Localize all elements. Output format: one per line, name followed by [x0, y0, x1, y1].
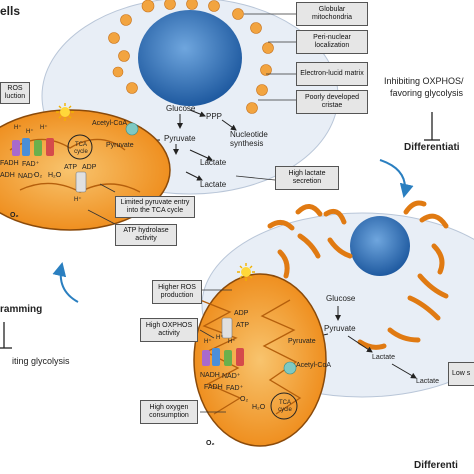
- bottom-h2o: H₂O: [252, 404, 266, 411]
- top-nucleus: [138, 10, 242, 106]
- bottom-left-text: iting glycolysis: [12, 356, 70, 366]
- top-acetyl-label: Acetyl-CoA: [92, 120, 128, 127]
- bottom-nucleus: [350, 216, 410, 276]
- top-atp: ATP: [64, 164, 78, 171]
- top-etc-complexes: [12, 138, 87, 193]
- bottom-acetyl-label: Acetyl-CoA: [296, 362, 332, 369]
- top-acetyl-dot: [125, 122, 139, 136]
- top-h2o: H₂O: [48, 172, 62, 179]
- bottom-tca-label: TCA cycle: [278, 400, 292, 413]
- bottom-nadh: NADH: [200, 372, 220, 379]
- section-title-bottom-right: Differenti: [414, 460, 458, 471]
- top-ppp: PPP: [206, 112, 223, 121]
- top-o2: O₂: [34, 172, 43, 179]
- inhibitor-left: [0, 322, 12, 349]
- top-nucleotide: Nucleotide synthesis: [230, 130, 268, 148]
- label-peri-nuclear: Peri-nuclear localization: [296, 30, 368, 54]
- label-limited-pyruvate: Limited pyruvate entry into the TCA cycl…: [115, 196, 195, 218]
- bottom-hplus-2: H⁺: [216, 335, 224, 341]
- section-title-top-left: ells: [0, 4, 21, 18]
- label-higher-ros: Higher ROS production: [152, 280, 202, 304]
- top-pyruvate: Pyruvate: [164, 134, 196, 143]
- elongated-mitochondria: [267, 200, 449, 350]
- top-pyruvate-mito: Pyruvate: [106, 142, 134, 149]
- top-glucose: Glucose: [166, 104, 196, 113]
- bottom-atp: ATP: [236, 322, 250, 329]
- right-text-line2: favoring glycolysis: [390, 88, 464, 98]
- label-low-right: Low s: [448, 362, 474, 386]
- bottom-lactate1: Lactate: [372, 354, 395, 361]
- section-title-bottom-left: ramming: [0, 304, 43, 315]
- label-high-lactate: High lactate secretion: [275, 166, 339, 190]
- top-nad: NAD⁺: [18, 173, 37, 180]
- bottom-glucose: Glucose: [326, 294, 356, 303]
- top-lactate1: Lactate: [200, 158, 227, 167]
- bottom-fadh: FADH: [204, 384, 223, 391]
- bottom-o2: O₂: [240, 396, 249, 403]
- label-atp-hydrolase: ATP hydrolase activity: [115, 224, 177, 246]
- label-poorly-developed: Poorly developed cristae: [296, 90, 368, 114]
- top-tca-label: TCA cycle: [74, 142, 88, 155]
- bottom-tca-circle: [270, 392, 298, 420]
- right-text-line1: Inhibiting OXPHOS/: [384, 76, 464, 86]
- globular-mitochondria: [108, 0, 274, 114]
- blue-arrow-left: [52, 262, 79, 303]
- top-hplus-4: H⁺: [74, 197, 82, 203]
- label-ros-top: ROS luction: [0, 82, 30, 104]
- top-lactate2: Lactate: [200, 180, 227, 189]
- top-hplus-3: H⁺: [40, 125, 48, 131]
- top-tca-circle: [67, 134, 93, 160]
- label-high-oxphos: High OXPHOS activity: [140, 318, 198, 342]
- bottom-pyruvate: Pyruvate: [324, 324, 356, 333]
- bottom-ros-sun: [237, 263, 255, 281]
- top-hplus-2: H⁺: [26, 129, 34, 135]
- top-adp: ADP: [82, 164, 97, 171]
- label-electron-lucid: Electron-lucid matrix: [296, 62, 368, 86]
- top-fad: FAD⁺: [22, 161, 40, 168]
- top-hplus-1: H⁺: [14, 125, 22, 131]
- bottom-o2-out: O₂: [206, 440, 215, 447]
- top-ros-sun: [56, 103, 74, 121]
- bottom-nad: NAD⁺: [222, 373, 241, 380]
- label-high-oxygen: High oxygen consumption: [140, 400, 198, 424]
- bottom-lactate2: Lactate: [416, 378, 439, 385]
- top-o2-out: O₂: [10, 212, 19, 219]
- bottom-hplus-1: H⁺: [204, 339, 212, 345]
- top-fadh: FADH: [0, 160, 19, 167]
- bottom-hplus-3: H⁺: [228, 339, 236, 345]
- bottom-acetyl-dot: [283, 361, 297, 375]
- label-connectors: [87, 13, 296, 413]
- bottom-adp: ADP: [234, 310, 249, 317]
- bottom-pyruvate-mito: Pyruvate: [288, 338, 316, 345]
- bottom-fad: FAD⁺: [226, 385, 244, 392]
- blue-arrow-right: [379, 159, 414, 198]
- section-title-right-mid: Differentiati: [404, 142, 460, 153]
- inhibitor-right: [424, 112, 440, 141]
- label-globular-mitochondria: Globular mitochondria: [296, 2, 368, 26]
- bottom-etc-complexes: [202, 317, 244, 366]
- top-adh: ADH: [0, 172, 15, 179]
